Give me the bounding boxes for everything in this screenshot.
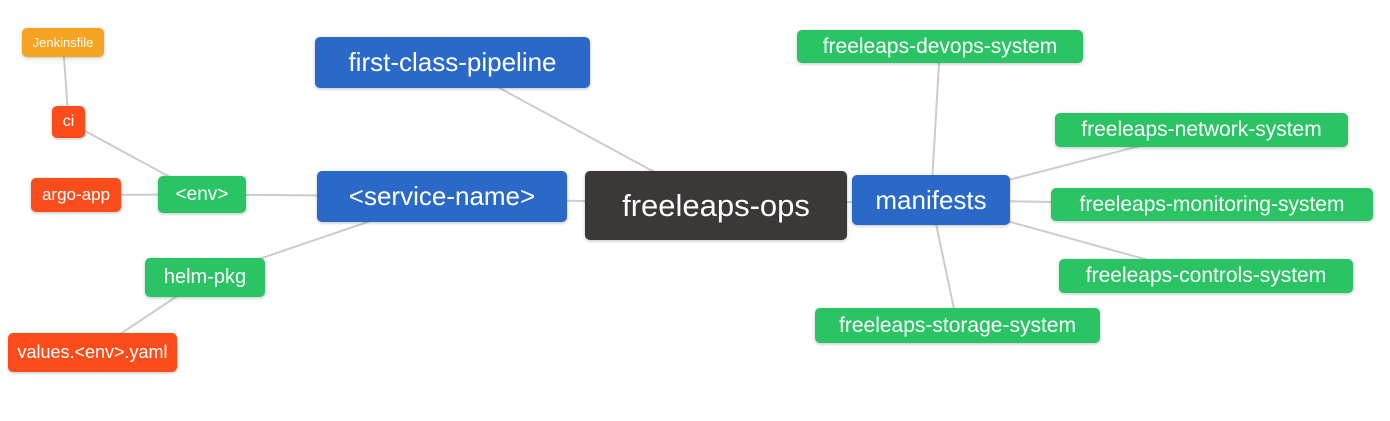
node-service-name[interactable]: <service-name>	[317, 171, 567, 222]
node-jenkinsfile[interactable]: Jenkinsfile	[22, 28, 104, 57]
node-env[interactable]: <env>	[158, 176, 246, 213]
node-manifests[interactable]: manifests	[852, 175, 1010, 225]
node-values-env-yaml[interactable]: values.<env>.yaml	[8, 333, 177, 372]
node-freeleaps-controls-system[interactable]: freeleaps-controls-system	[1059, 259, 1353, 293]
node-argo-app[interactable]: argo-app	[31, 178, 121, 212]
node-first-class-pipeline[interactable]: first-class-pipeline	[315, 37, 590, 88]
node-freeleaps-monitoring-system[interactable]: freeleaps-monitoring-system	[1051, 188, 1373, 221]
node-helm-pkg[interactable]: helm-pkg	[145, 258, 265, 297]
node-freeleaps-storage-system[interactable]: freeleaps-storage-system	[815, 308, 1100, 343]
node-ci[interactable]: ci	[52, 106, 85, 138]
node-freeleaps-network-system[interactable]: freeleaps-network-system	[1055, 113, 1348, 147]
node-freeleaps-ops-root[interactable]: freeleaps-ops	[585, 171, 847, 240]
node-freeleaps-devops-system[interactable]: freeleaps-devops-system	[797, 30, 1083, 63]
